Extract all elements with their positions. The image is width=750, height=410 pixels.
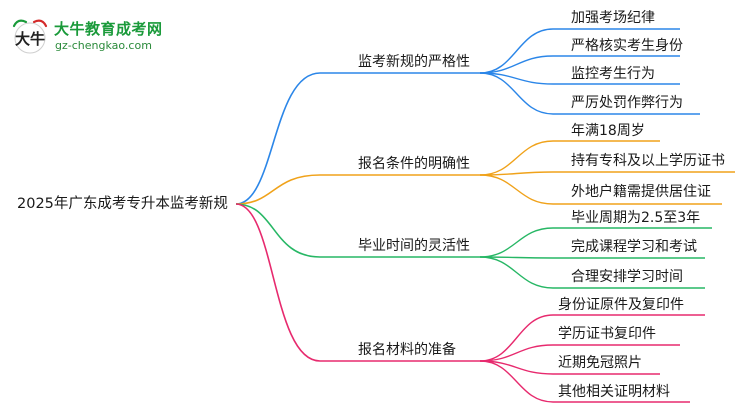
- leaf-node[interactable]: 学历证书复印件: [558, 326, 656, 342]
- branch-connector-4: [235, 203, 480, 362]
- leaf-node[interactable]: 合理安排学习时间: [571, 269, 683, 285]
- branch-connector-3: [235, 203, 480, 258]
- leaf-node[interactable]: 加强考场纪律: [571, 10, 655, 26]
- leaf-node[interactable]: 毕业周期为2.5至3年: [571, 210, 701, 226]
- branch-connector-2: [235, 174, 480, 205]
- branch-materials[interactable]: 报名材料的准备: [358, 342, 456, 358]
- leaf-node[interactable]: 身份证原件及复印件: [558, 297, 684, 313]
- leaf-node[interactable]: 近期免冠照片: [558, 355, 642, 371]
- branch-graduation[interactable]: 毕业时间的灵活性: [358, 238, 470, 254]
- root-topic[interactable]: 2025年广东成考专升本监考新规: [17, 196, 228, 212]
- site-logo[interactable]: 大牛 大牛教育成考网 gz-chengkao.com: [8, 14, 178, 60]
- leaf-node[interactable]: 监控考生行为: [571, 66, 655, 82]
- leaf-node[interactable]: 持有专科及以上学历证书: [571, 153, 725, 169]
- leaf-connector-4-2: [479, 344, 680, 362]
- branch-requirements[interactable]: 报名条件的明确性: [358, 156, 470, 172]
- leaf-node[interactable]: 严厉处罚作弊行为: [571, 95, 683, 111]
- leaf-node[interactable]: 外地户籍需提供居住证: [571, 184, 711, 200]
- logo-url: gz-chengkao.com: [55, 39, 152, 52]
- leaf-connector-2-1: [479, 140, 660, 176]
- leaf-node[interactable]: 严格核实考生身份: [571, 38, 683, 54]
- leaf-node[interactable]: 完成课程学习和考试: [571, 239, 697, 255]
- leaf-connector-3-3: [479, 256, 705, 289]
- branch-connector-1: [235, 72, 480, 205]
- leaf-node[interactable]: 其他相关证明材料: [558, 384, 670, 400]
- leaf-connector-1-2: [479, 55, 680, 74]
- leaf-connector-2-3: [479, 174, 722, 205]
- leaf-connector-1-4: [479, 72, 700, 115]
- leaf-connector-4-3: [479, 360, 660, 375]
- leaf-connector-4-4: [479, 360, 690, 403]
- leaf-connector-2-2: [479, 171, 735, 176]
- leaf-connector-1-1: [479, 28, 680, 74]
- bull-logo-icon: 大牛: [12, 19, 48, 54]
- leaf-node[interactable]: 年满18周岁: [571, 123, 645, 139]
- leaf-connector-4-1: [479, 314, 705, 362]
- leaf-connector-3-1: [479, 227, 712, 258]
- leaf-connector-1-3: [479, 72, 680, 85]
- branch-strictness[interactable]: 监考新规的严格性: [358, 54, 470, 70]
- logo-title: 大牛教育成考网: [54, 20, 163, 38]
- logo-glyph: 大牛: [15, 30, 45, 48]
- leaf-connector-3-2: [479, 256, 705, 259]
